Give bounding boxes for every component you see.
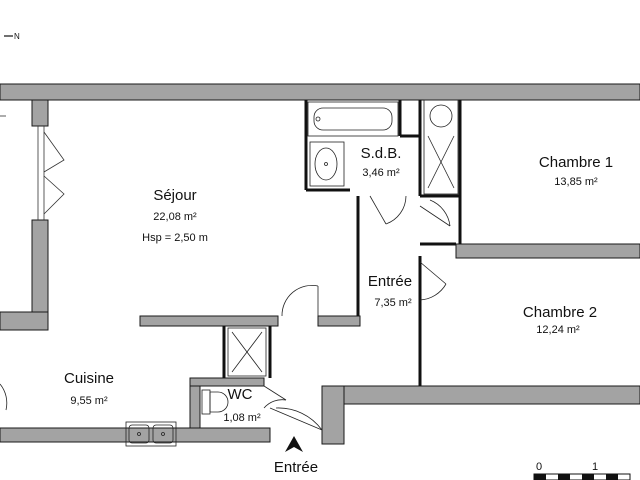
washbasin-icon (309, 141, 345, 187)
room-area-chambre1: 13,85 m² (554, 176, 598, 188)
wc-closet-icon (227, 327, 267, 377)
entrance-label: Entrée (274, 459, 318, 476)
room-area-entree: 7,35 m² (374, 297, 412, 309)
room-area-cuisine: 9,55 m² (70, 395, 108, 407)
room-name-sejour: Séjour (153, 187, 196, 204)
partitions (222, 100, 462, 386)
room-area-sdb: 3,46 m² (362, 167, 400, 179)
walls (0, 83, 640, 445)
compass-label: N (14, 32, 20, 41)
room-name-sdb: S.d.B. (361, 145, 402, 162)
room-area-chambre2: 12,24 m² (536, 324, 580, 336)
doors (0, 195, 451, 431)
room-name-chambre2: Chambre 2 (523, 304, 597, 321)
room-name-chambre1: Chambre 1 (539, 154, 613, 171)
room-area-wc: 1,08 m² (223, 412, 261, 424)
closet-icon (423, 99, 459, 195)
scale-end: 1 (592, 461, 598, 473)
scale-start: 0 (536, 461, 542, 473)
room-name-cuisine: Cuisine (64, 370, 114, 387)
scale-bar: 0 1 (533, 461, 631, 480)
sink-icon (125, 421, 177, 447)
room-name-wc: WC (228, 386, 253, 403)
room-name-entree: Entrée (368, 273, 412, 290)
entrance-arrow-icon (285, 436, 303, 452)
toilet-icon (201, 389, 229, 415)
room-area-sejour: 22,08 m² (153, 211, 197, 223)
room-height-sejour: Hsp = 2,50 m (142, 232, 208, 244)
bathtub-icon (307, 101, 399, 137)
window-left (0, 115, 65, 220)
